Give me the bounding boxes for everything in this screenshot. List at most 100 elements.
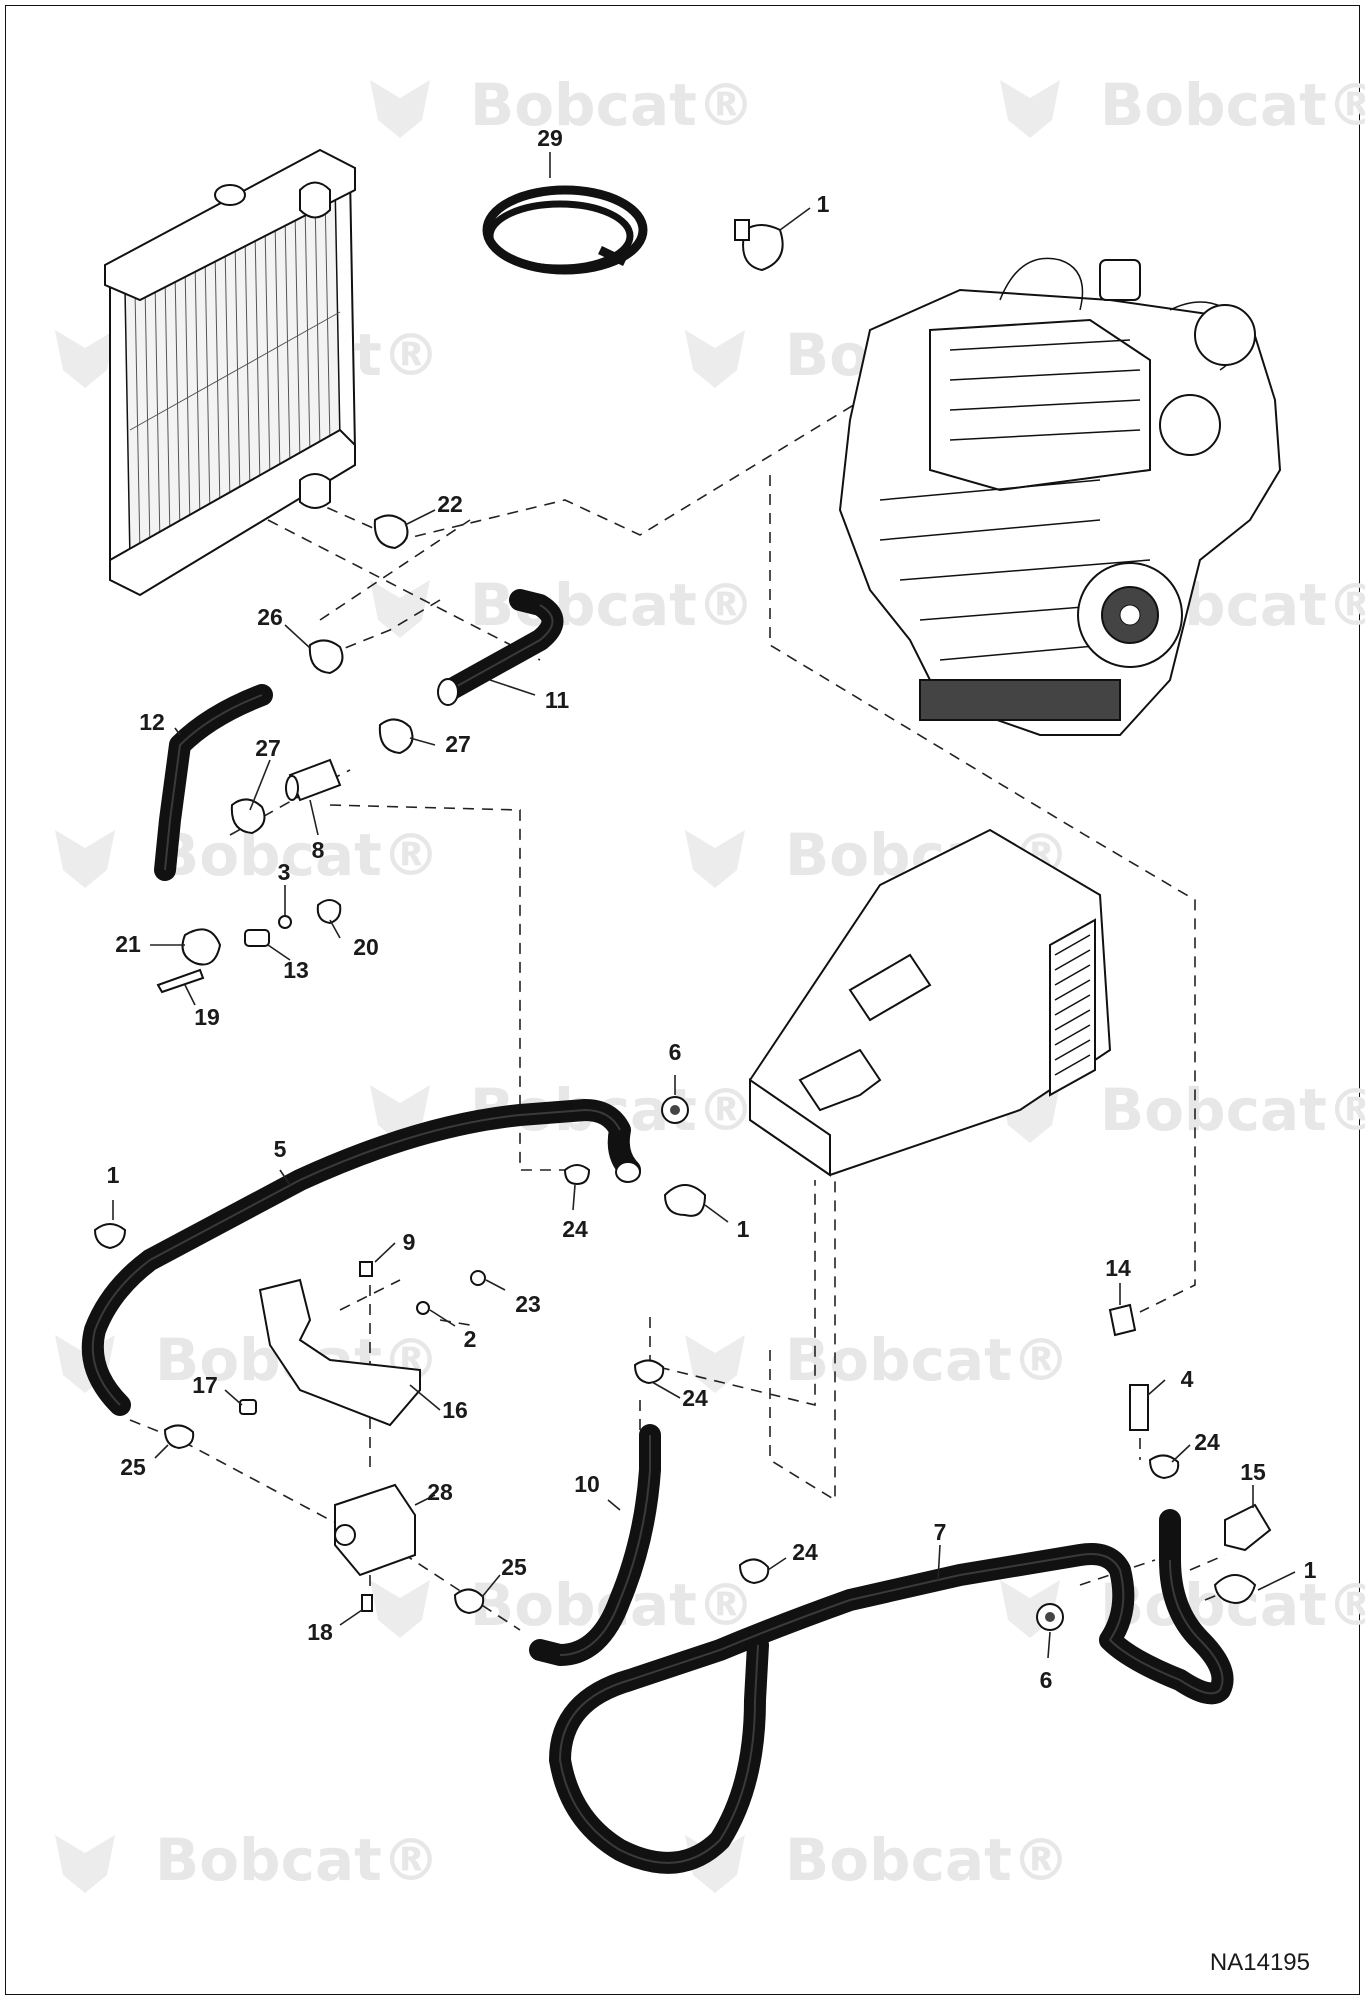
bobcat-logo-icon — [55, 830, 115, 888]
engine-detail-lines — [879, 257, 1244, 661]
watermark: Bobcat® — [370, 571, 755, 639]
clamp-27-right — [378, 718, 414, 755]
callout-23: 23 — [515, 1291, 541, 1317]
radiator-fins — [129, 193, 341, 556]
clamp-25-right — [453, 1588, 485, 1615]
bobcat-logo-icon — [685, 1335, 745, 1393]
callout-3: 3 — [278, 859, 291, 885]
callout-7: 7 — [934, 1519, 947, 1545]
clamp-1-middle — [663, 1184, 707, 1217]
clamp-26 — [308, 639, 344, 675]
callout-26: 26 — [257, 604, 283, 630]
clamp-24-right — [1148, 1454, 1180, 1480]
washer-2 — [416, 1301, 430, 1315]
callout-11: 11 — [545, 687, 570, 713]
engine-assembly — [838, 257, 1282, 736]
callout-5: 5 — [274, 1136, 287, 1162]
spacer-13 — [244, 929, 270, 947]
callout-16: 16 — [442, 1397, 468, 1423]
valve-28 — [334, 1483, 416, 1577]
clamp-24-lower — [738, 1558, 770, 1585]
bracket-16 — [258, 1278, 421, 1427]
callout-15: 15 — [1240, 1459, 1266, 1485]
bobcat-logo-icon — [685, 830, 745, 888]
diagram-frame — [5, 5, 1360, 1995]
callout-1-left: 1 — [107, 1162, 120, 1188]
watermark: Bobcat® — [55, 821, 440, 889]
callout-22: 22 — [437, 491, 463, 517]
callout-2: 2 — [464, 1326, 477, 1352]
watermark: Bobcat® — [1000, 71, 1365, 139]
callout-27-left: 27 — [255, 735, 281, 761]
callout-12: 12 — [139, 709, 165, 735]
callout-20: 20 — [353, 934, 379, 960]
fitting-14 — [1108, 1303, 1137, 1337]
heater-grille — [1054, 934, 1091, 1076]
callout-24-upper: 24 — [562, 1216, 588, 1242]
bobcat-logo-icon — [370, 80, 430, 138]
clamp-24-mid — [633, 1359, 665, 1385]
plug-17 — [239, 1399, 257, 1415]
bobcat-logo-icon — [685, 330, 745, 388]
callout-25-right: 25 — [501, 1554, 527, 1580]
callout-24-right: 24 — [1194, 1429, 1220, 1455]
callout-1-middle: 1 — [737, 1216, 750, 1242]
bobcat-logo-icon — [370, 1580, 430, 1638]
callout-10: 10 — [574, 1471, 600, 1497]
callout-numbers: 29 1 22 26 11 12 27 27 8 3 21 20 13 19 6… — [107, 125, 1317, 1693]
callout-4: 4 — [1181, 1366, 1194, 1392]
callout-8: 8 — [312, 837, 325, 863]
bolt-19 — [156, 968, 205, 994]
heater-box-assembly — [749, 828, 1112, 1177]
callout-24-mid: 24 — [682, 1385, 708, 1411]
bracket-15 — [1224, 1503, 1272, 1552]
callout-29: 29 — [537, 125, 563, 151]
watermark-text: Bobcat® — [785, 1326, 1070, 1394]
watermark-text: Bobcat® — [155, 821, 440, 889]
callout-25-left: 25 — [120, 1454, 146, 1480]
bobcat-logo-icon — [1000, 80, 1060, 138]
radiator-cap-icon — [214, 184, 246, 206]
watermark-text: Bobcat® — [1100, 71, 1365, 139]
clamp-27-left — [230, 798, 266, 835]
bobcat-logo-icon — [370, 580, 430, 638]
bobcat-logo-icon — [55, 330, 115, 388]
clamp-21 — [181, 928, 222, 966]
watermark: Bobcat® — [685, 1326, 1070, 1394]
diagram-id-label: NA14195 — [1210, 1949, 1310, 1976]
bobcat-logo-icon — [55, 1835, 115, 1893]
clamp-25-left — [163, 1424, 195, 1450]
nut-23 — [470, 1270, 486, 1286]
watermark-text: Bobcat® — [155, 1826, 440, 1894]
clamp-22 — [373, 514, 409, 550]
callout-14: 14 — [1105, 1255, 1131, 1281]
clamp-24-upper — [563, 1164, 591, 1186]
watermark: Bobcat® — [685, 1826, 1070, 1894]
callout-24-lower: 24 — [792, 1539, 818, 1565]
clamp-1-top — [734, 219, 784, 272]
callout-21: 21 — [115, 931, 141, 957]
clamp-1-left — [93, 1223, 127, 1250]
callout-leaders — [112, 152, 1296, 1659]
callout-13: 13 — [283, 957, 309, 983]
watermark: Bobcat® — [370, 71, 755, 139]
washer-3 — [278, 915, 292, 929]
screw-9 — [359, 1261, 373, 1277]
callout-6-bottom: 6 — [1040, 1667, 1053, 1693]
callout-27-right: 27 — [445, 731, 471, 757]
callout-1-top: 1 — [817, 191, 830, 217]
callout-1-right: 1 — [1304, 1557, 1317, 1583]
coiled-hose-29 — [482, 185, 648, 275]
watermark-text: Bobcat® — [785, 1826, 1070, 1894]
callout-6-top: 6 — [669, 1039, 682, 1065]
hose-clamps-upper — [156, 514, 414, 994]
callout-9: 9 — [403, 1229, 416, 1255]
callout-19: 19 — [194, 1004, 220, 1030]
screw-18 — [361, 1594, 373, 1612]
radiator-assembly — [104, 148, 357, 597]
callout-18: 18 — [307, 1619, 333, 1645]
watermark-text: Bobcat® — [470, 71, 755, 139]
fitting-4 — [1129, 1384, 1149, 1431]
watermark: Bobcat® — [370, 1571, 755, 1639]
